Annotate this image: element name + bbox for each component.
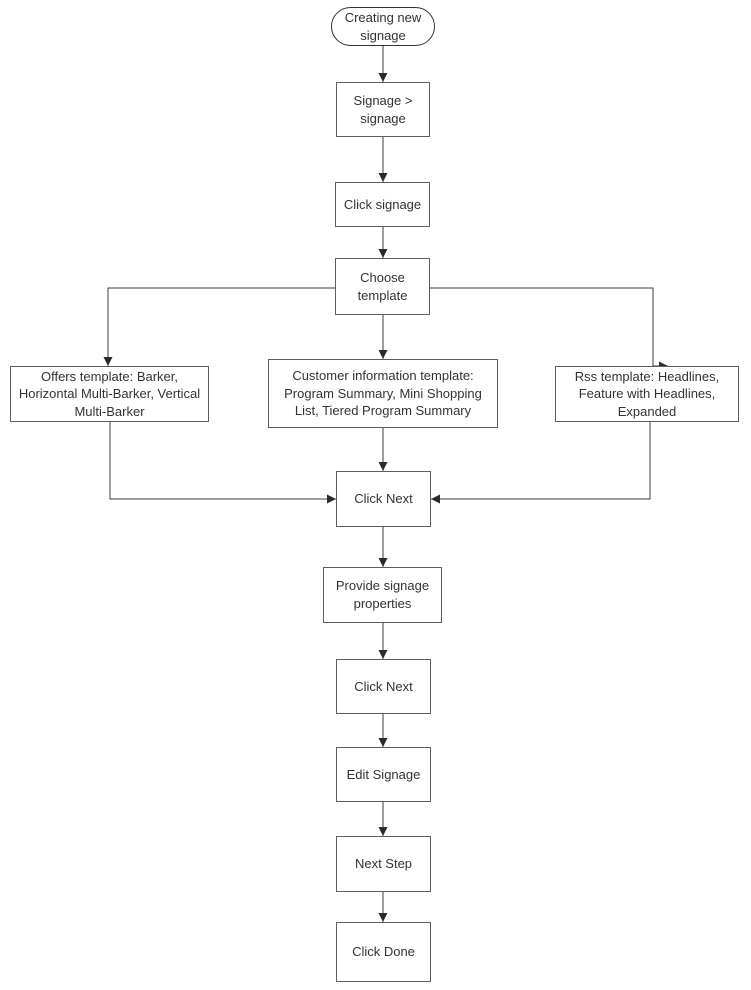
flow-node-edit-signage-label: Edit Signage xyxy=(346,766,421,782)
flow-node-edit-signage: Edit Signage xyxy=(336,747,431,802)
flow-node-provide-properties: Provide signage properties xyxy=(323,567,442,623)
flow-node-click-next-2: Click Next xyxy=(336,659,431,714)
flow-node-customer-template: Customer information template: Program S… xyxy=(268,359,498,428)
flow-node-signage-menu-label: Signage > signage xyxy=(353,92,413,126)
flow-node-next-step-label: Next Step xyxy=(354,856,413,872)
flow-node-click-done: Click Done xyxy=(336,922,431,982)
flow-node-offers-template: Offers template: Barker, Horizontal Mult… xyxy=(10,366,209,422)
flow-node-customer-template-label: Customer information template: Program S… xyxy=(284,368,482,419)
flow-node-next-step: Next Step xyxy=(336,836,431,892)
arrow-offers-to-click-next xyxy=(109,422,336,504)
flow-node-signage-menu: Signage > signage xyxy=(336,82,430,137)
arrow-choose-to-rss xyxy=(430,287,668,371)
flow-node-offers-template-label: Offers template: Barker, Horizontal Mult… xyxy=(18,368,201,419)
arrow-rss-to-click-next xyxy=(431,422,651,504)
flow-node-click-signage: Click signage xyxy=(335,182,430,227)
flow-node-start: Creating new signage xyxy=(331,7,435,46)
flow-node-start-label: Creating new signage xyxy=(344,9,422,43)
flow-node-click-next-1-label: Click Next xyxy=(354,491,413,507)
flow-node-click-signage-label: Click signage xyxy=(343,196,422,212)
flow-node-choose-template-label: Choose template xyxy=(357,269,408,303)
flow-node-click-next-1: Click Next xyxy=(336,471,431,527)
arrow-choose-to-offers xyxy=(103,287,335,366)
flow-node-click-next-2-label: Click Next xyxy=(354,678,413,694)
flow-node-choose-template: Choose template xyxy=(335,258,430,315)
flow-node-click-done-label: Click Done xyxy=(352,944,415,960)
flow-node-rss-template-label: Rss template: Headlines, Feature with He… xyxy=(574,368,720,419)
flow-node-rss-template: Rss template: Headlines, Feature with He… xyxy=(555,366,739,422)
flow-node-provide-properties-label: Provide signage properties xyxy=(335,578,430,611)
